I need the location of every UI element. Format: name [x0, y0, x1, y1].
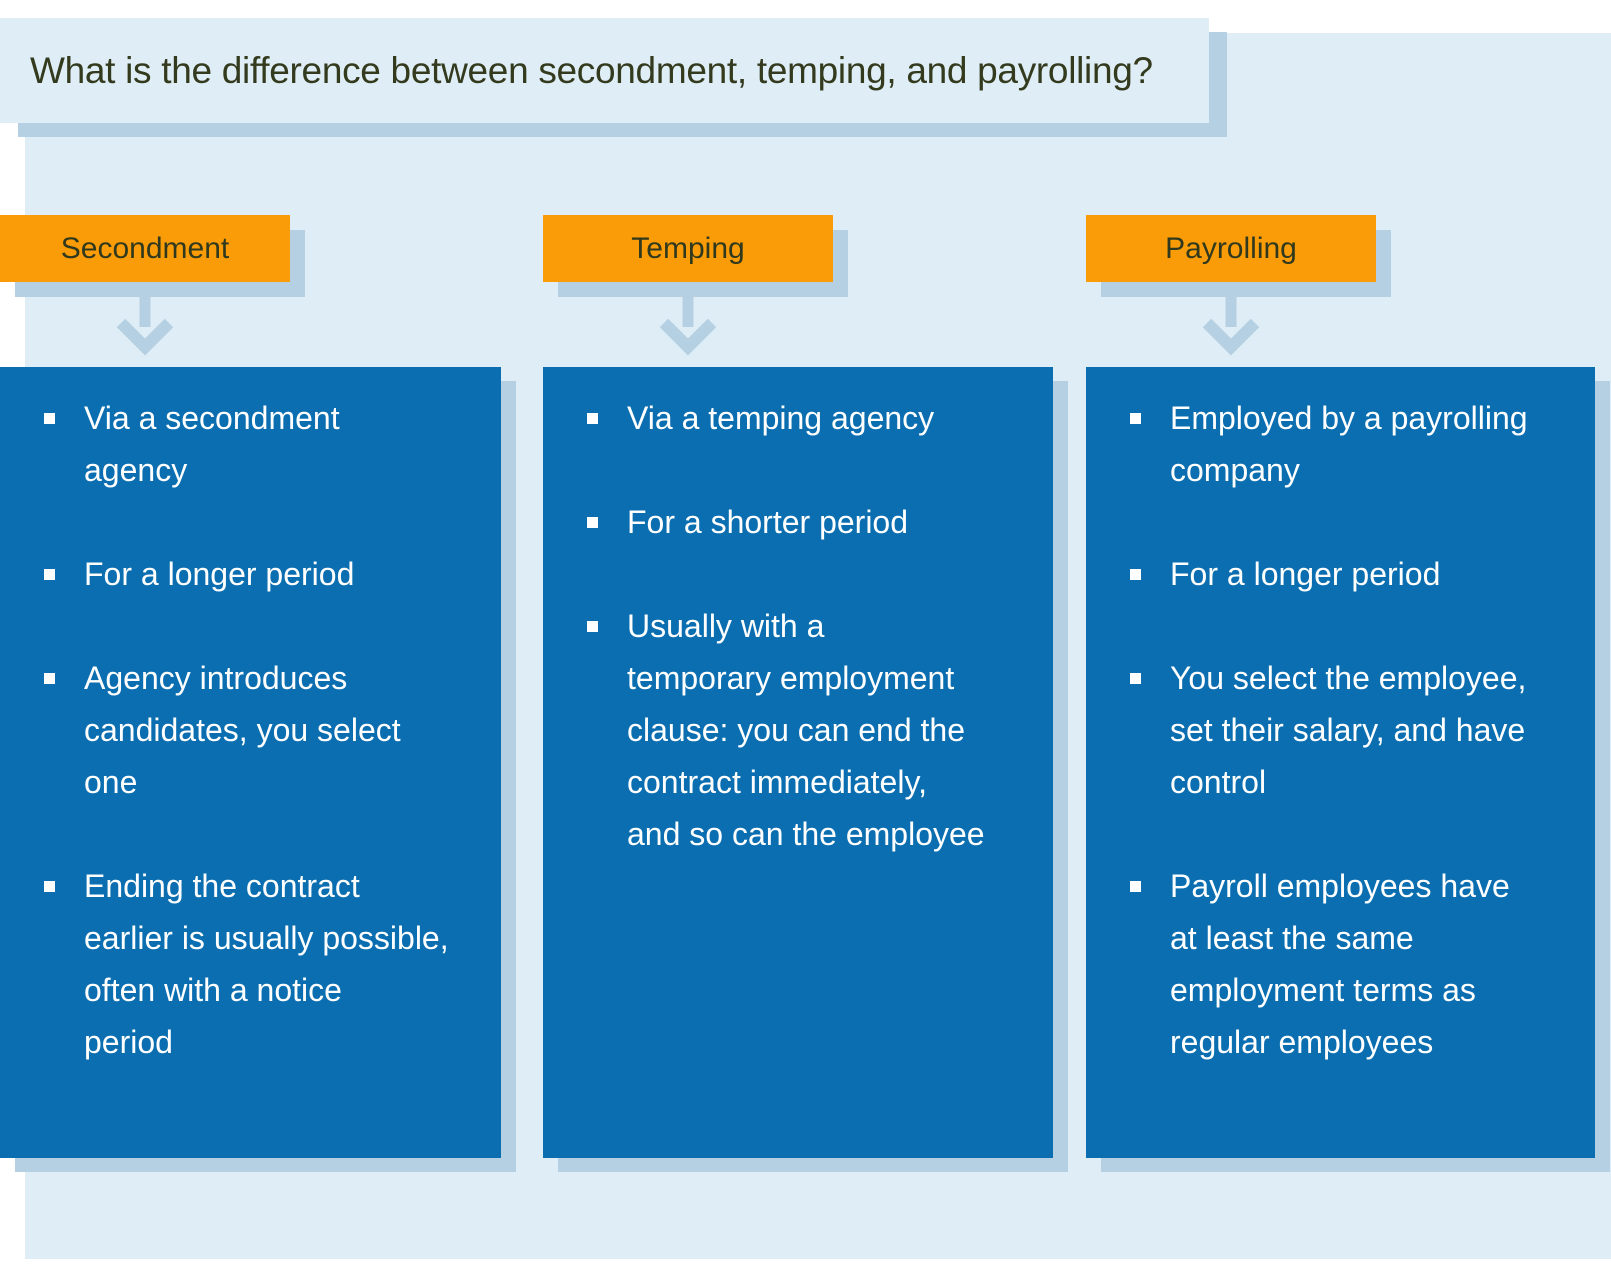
- bullet-list: Via a temping agency For a shorter perio…: [543, 367, 1053, 860]
- bullet-square-icon: [1130, 673, 1141, 684]
- bullet-list: Employed by a payrolling company For a l…: [1086, 367, 1595, 1068]
- bullet-square-icon: [44, 881, 55, 892]
- bullet-text: Employed by a payrolling company: [1170, 400, 1528, 488]
- bullet-text: Payroll employees have at least the same…: [1170, 868, 1510, 1060]
- bullet-item: For a longer period: [1086, 548, 1589, 600]
- info-card-secondment: Via a secondment agency For a longer per…: [0, 367, 501, 1158]
- bullet-square-icon: [587, 621, 598, 632]
- bullet-text: Ending the contract earlier is usually p…: [84, 868, 449, 1060]
- bullet-item: Usually with a temporary employment clau…: [543, 600, 1047, 860]
- bullet-square-icon: [1130, 881, 1141, 892]
- bullet-text: For a shorter period: [627, 504, 909, 540]
- bullet-item: Via a temping agency: [543, 392, 1047, 444]
- column-header-payrolling: Payrolling: [1086, 215, 1376, 282]
- bullet-item: Payroll employees have at least the same…: [1086, 860, 1589, 1068]
- bullet-item: For a shorter period: [543, 496, 1047, 548]
- bullet-square-icon: [1130, 569, 1141, 580]
- bullet-square-icon: [44, 673, 55, 684]
- info-card-temping: Via a temping agency For a shorter perio…: [543, 367, 1053, 1158]
- down-arrow-icon: [659, 283, 717, 356]
- bullet-item: Employed by a payrolling company: [1086, 392, 1589, 496]
- bullet-item: Via a secondment agency: [0, 392, 495, 496]
- bullet-text: Via a temping agency: [627, 400, 935, 436]
- bullet-square-icon: [587, 517, 598, 528]
- bullet-text: Via a secondment agency: [84, 400, 340, 488]
- column-header-label: Secondment: [60, 232, 230, 265]
- column-header-label: Temping: [631, 232, 745, 265]
- bullet-text: For a longer period: [84, 556, 355, 592]
- bullet-item: For a longer period: [0, 548, 495, 600]
- bullet-square-icon: [1130, 413, 1141, 424]
- column-header-label: Payrolling: [1165, 232, 1297, 265]
- bullet-square-icon: [44, 569, 55, 580]
- column-header-temping: Temping: [543, 215, 833, 282]
- page-title: What is the difference between secondmen…: [30, 50, 1153, 91]
- bullet-text: Agency introduces candidates, you select…: [84, 660, 401, 800]
- bullet-item: You select the employee, set their salar…: [1086, 652, 1589, 808]
- bullet-square-icon: [44, 413, 55, 424]
- bullet-item: Agency introduces candidates, you select…: [0, 652, 495, 808]
- title-banner: What is the difference between secondmen…: [0, 18, 1209, 123]
- info-card-payrolling: Employed by a payrolling company For a l…: [1086, 367, 1595, 1158]
- bullet-text: For a longer period: [1170, 556, 1441, 592]
- down-arrow-icon: [116, 283, 174, 356]
- bullet-square-icon: [587, 413, 598, 424]
- down-arrow-icon: [1202, 283, 1260, 356]
- bullet-text: Usually with a temporary employment clau…: [627, 608, 985, 852]
- column-header-secondment: Secondment: [0, 215, 290, 282]
- bullet-text: You select the employee, set their salar…: [1170, 660, 1527, 800]
- bullet-list: Via a secondment agency For a longer per…: [0, 367, 501, 1068]
- bullet-item: Ending the contract earlier is usually p…: [0, 860, 495, 1068]
